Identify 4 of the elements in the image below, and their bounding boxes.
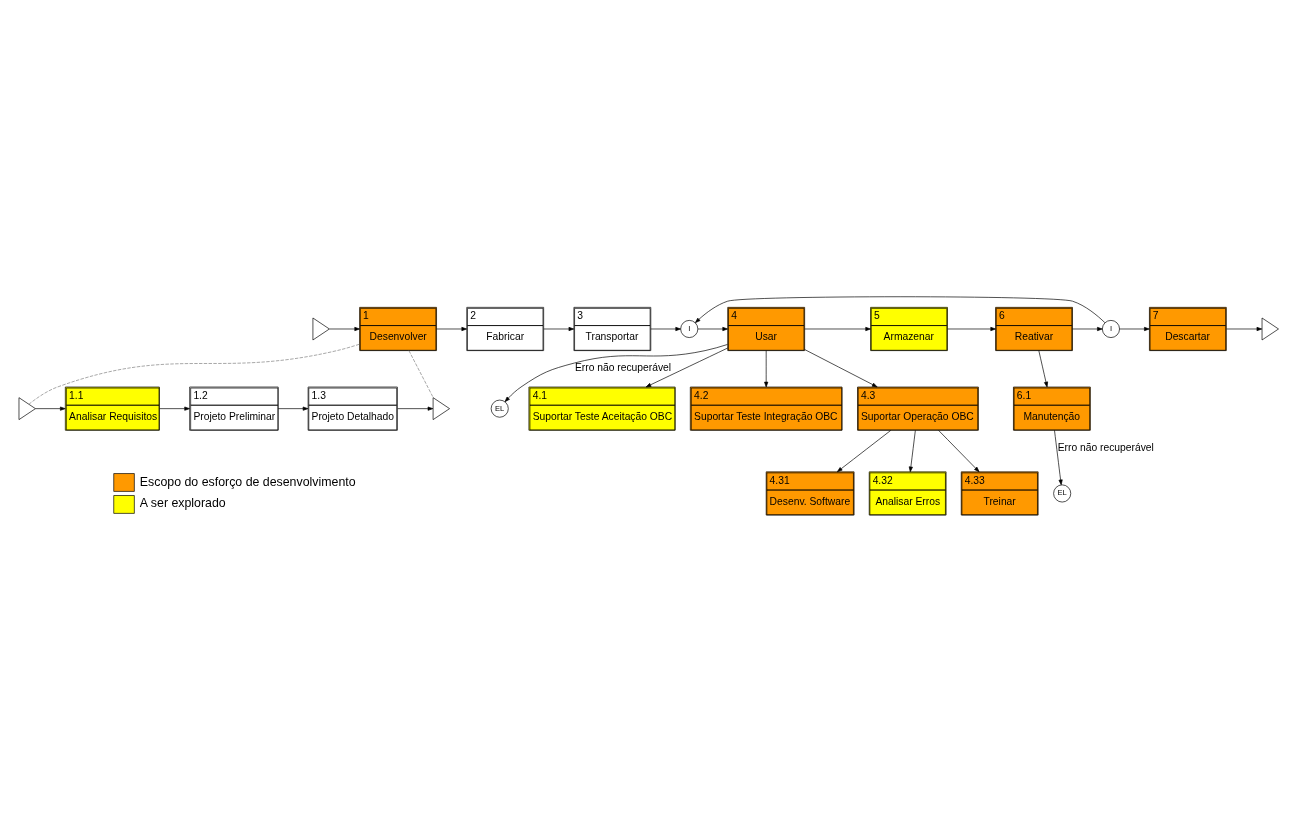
edge-label: Erro não recuperável: [574, 361, 672, 373]
legend-label: A ser explorado: [139, 495, 226, 510]
edge-label: Erro não recuperável: [1057, 441, 1154, 453]
legend-label: Escopo do esforço de desenvolvimento: [139, 474, 356, 488]
